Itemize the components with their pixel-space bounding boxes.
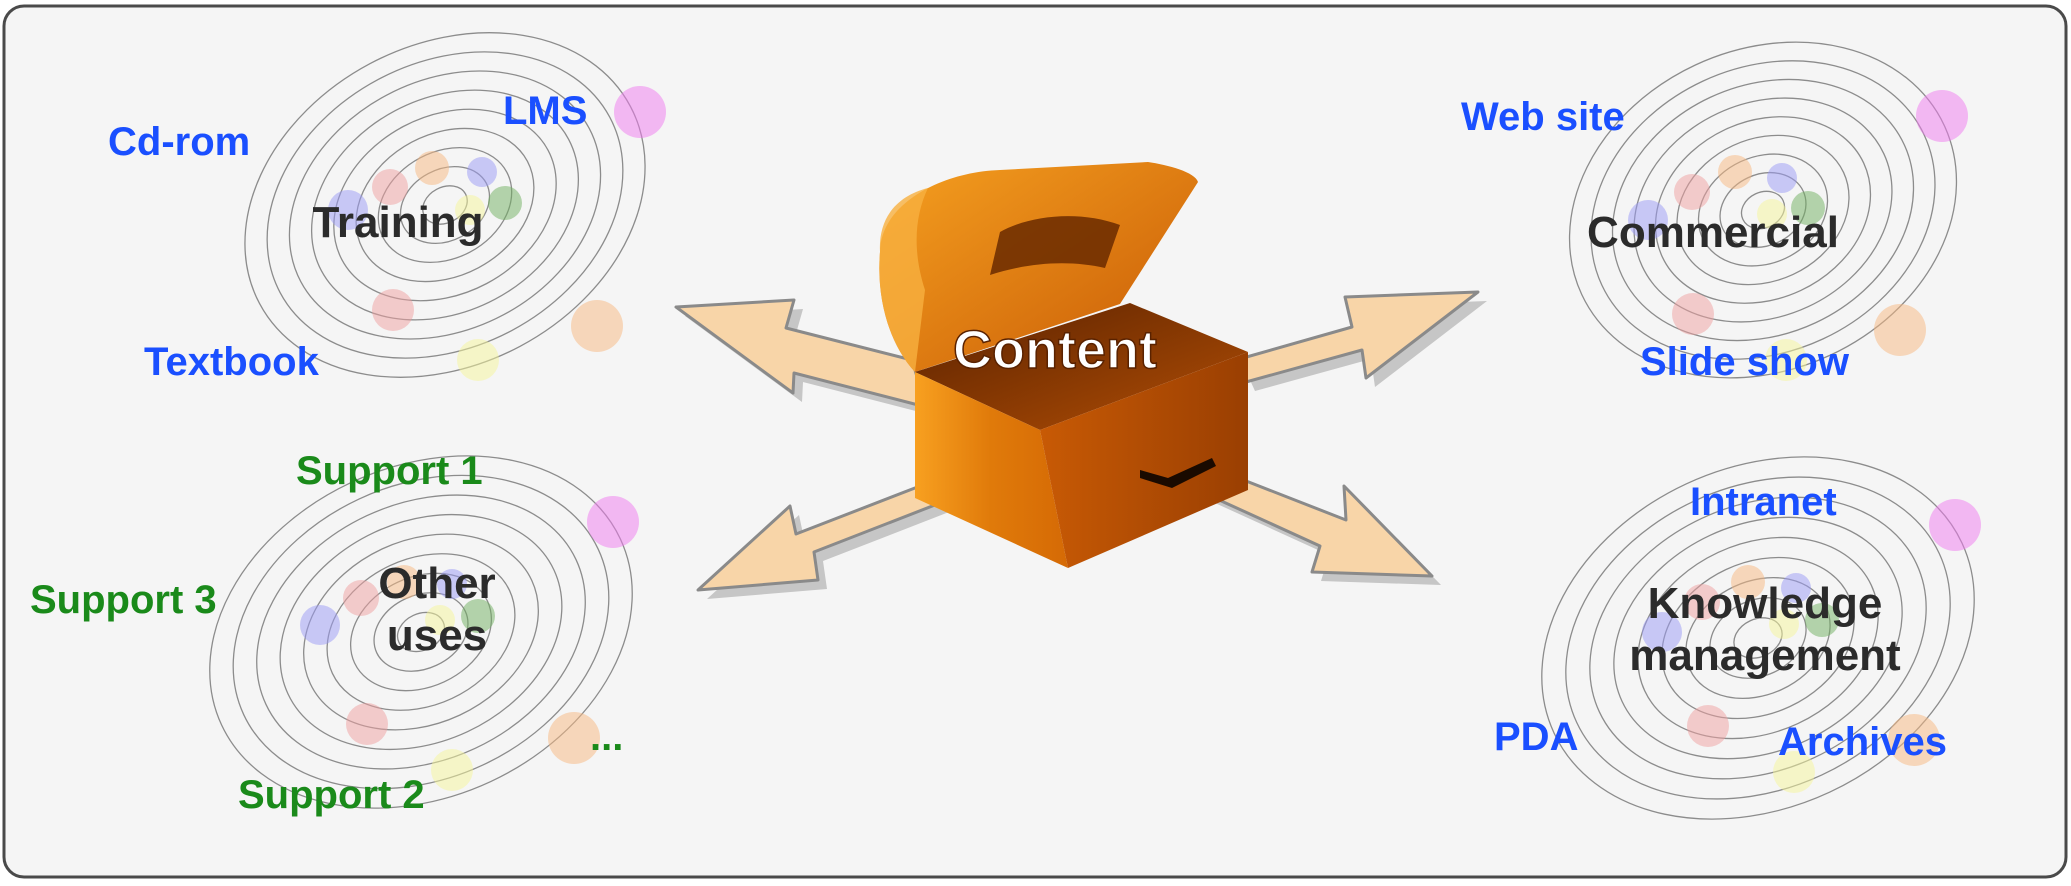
arrow-lower-right (1204, 468, 1441, 585)
planet-dot (1731, 565, 1765, 599)
planet-dot (1767, 163, 1797, 193)
archives-label: Archives (1778, 720, 1947, 764)
ellipsis-label: ... (590, 715, 623, 759)
support2-label: Support 2 (238, 773, 425, 817)
orbit-ring (326, 553, 516, 711)
orbit-ring (1709, 597, 1807, 679)
orbit-ring (333, 108, 557, 302)
planet-dot (1888, 714, 1940, 766)
planet-dot (437, 569, 467, 599)
pda-label: PDA (1494, 715, 1578, 759)
other-uses-orbits (209, 455, 639, 809)
knowledge-orbits (1541, 456, 1981, 820)
planet-dot (571, 300, 623, 352)
planet-dot (300, 605, 340, 645)
planet-dot (1874, 304, 1926, 356)
knowledge-center-line2: management (1629, 631, 1901, 680)
arrow-upper-left (674, 298, 935, 416)
orbit-ring (1661, 556, 1855, 720)
training-center-label: Training (312, 198, 483, 247)
intranet-label: Intranet (1690, 480, 1837, 524)
planet-dot (1769, 609, 1799, 639)
planet-dot (457, 339, 499, 381)
planet-dot (488, 186, 522, 220)
planet-dot (1781, 573, 1811, 603)
orbit-ring (1611, 78, 1915, 342)
planet-dot (1791, 191, 1825, 225)
training-orbits (244, 32, 666, 381)
orbit-ring (1565, 476, 1951, 800)
planet-dot (343, 580, 379, 616)
other-uses-center-line2: uses (387, 611, 487, 660)
planet-dot (461, 599, 495, 633)
orbit-ring (256, 494, 586, 770)
planet-dot (387, 565, 421, 599)
planet-dot (455, 195, 485, 225)
planet-dot (1672, 293, 1714, 335)
other-uses-center-line1: Other (378, 559, 495, 608)
knowledge-center-line1: Knowledge (1648, 579, 1883, 628)
orbit-ring (1589, 496, 1927, 780)
orbit-ring (1633, 97, 1893, 323)
planet-dot (346, 703, 388, 745)
orbit-ring (1637, 536, 1879, 740)
lms-label: LMS (503, 89, 587, 133)
orbit-ring (303, 533, 539, 731)
planet-dot (425, 605, 455, 635)
orbit-ring (1676, 134, 1850, 286)
planet-dot (1805, 603, 1839, 637)
textbook-label: Textbook (144, 340, 320, 384)
planet-dot (587, 496, 639, 548)
commercial-orbits (1568, 41, 1968, 381)
planet-dot (1628, 200, 1668, 240)
planet-dot (328, 190, 368, 230)
planet-dot (548, 712, 600, 764)
center-label: Content (953, 320, 1157, 380)
orbit-ring (1613, 516, 1903, 760)
planet-dot (1773, 751, 1815, 793)
planet-dot (1916, 90, 1968, 142)
orbit-ring (266, 51, 624, 359)
orbit-ring (1654, 116, 1872, 304)
support3-label: Support 3 (30, 578, 217, 622)
orbit-ring (310, 89, 580, 321)
planet-dot (1757, 199, 1787, 229)
orbit-ring (288, 70, 602, 340)
planet-dot (415, 151, 449, 185)
orbit-ring (355, 127, 535, 283)
planet-dot (372, 289, 414, 331)
planet-dot (431, 749, 473, 791)
slideshow-label: Slide show (1640, 340, 1850, 384)
cdrom-label: Cd-rom (108, 120, 250, 164)
planet-dot (614, 86, 666, 138)
planet-dot (372, 169, 408, 205)
support1-label: Support 1 (296, 449, 483, 493)
planet-dot (1642, 612, 1682, 652)
website-label: Web site (1461, 95, 1625, 139)
orbit-ring (232, 474, 610, 790)
treasure-chest-icon (879, 162, 1248, 568)
planet-dot (467, 157, 497, 187)
orbit-ring (279, 513, 563, 751)
planet-dot (1684, 584, 1720, 620)
orbit-ring (422, 185, 468, 225)
planet-dot (1929, 499, 1981, 551)
planet-dot (1718, 155, 1752, 189)
planet-dot (1687, 705, 1729, 747)
commercial-center-label: Commercial (1587, 208, 1839, 257)
arrows (674, 290, 1487, 599)
arrow-upper-right (1234, 290, 1487, 391)
planet-dot (1765, 339, 1807, 381)
planet-dot (1674, 174, 1710, 210)
